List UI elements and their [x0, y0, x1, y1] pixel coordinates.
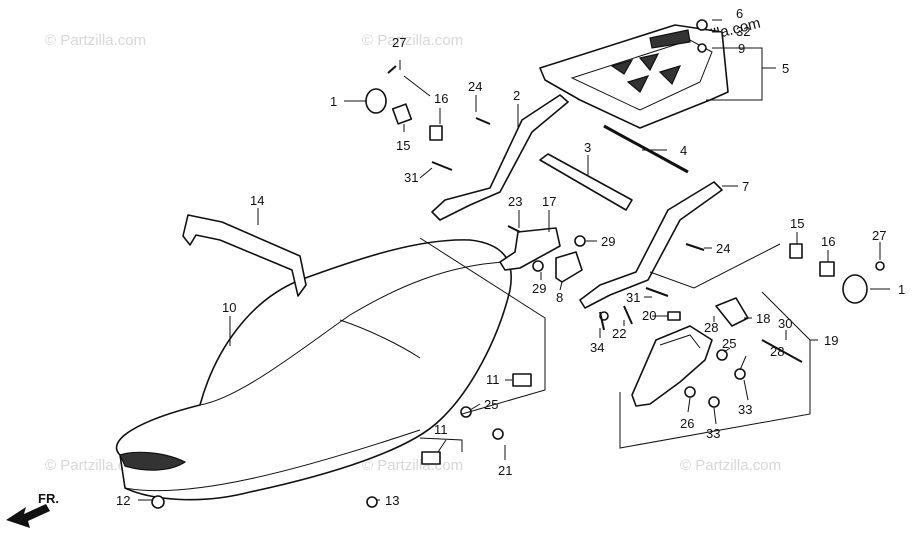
callout-31a[interactable]: 31 [404, 170, 418, 185]
center-stay[interactable] [539, 153, 633, 211]
callout-13[interactable]: 13 [385, 493, 399, 508]
callout-1a[interactable]: 1 [330, 94, 337, 109]
callout-20[interactable]: 20 [642, 308, 656, 323]
callout-16a[interactable]: 16 [434, 91, 448, 106]
left-rack-stay[interactable] [431, 94, 569, 221]
callout-23[interactable]: 23 [508, 194, 522, 209]
callout-27a[interactable]: 27 [392, 35, 406, 50]
leader-lines [138, 19, 890, 501]
callout-26[interactable]: 26 [680, 416, 694, 431]
callout-10[interactable]: 10 [222, 300, 236, 315]
seat-lock[interactable] [555, 251, 583, 283]
callout-1b[interactable]: 1 [898, 282, 905, 297]
callout-27b[interactable]: 27 [872, 228, 886, 243]
callout-24b[interactable]: 24 [716, 241, 730, 256]
callout-15a[interactable]: 15 [396, 138, 410, 153]
callout-11a[interactable]: 11 [486, 372, 500, 387]
callout-29b[interactable]: 29 [532, 281, 546, 296]
front-direction-label: FR. [38, 491, 59, 506]
front-direction-arrow: FR. [6, 491, 59, 528]
callout-11b[interactable]: 11 [434, 422, 448, 437]
luggage-rack[interactable] [539, 24, 729, 129]
callout-16b[interactable]: 16 [821, 234, 835, 249]
callout-24a[interactable]: 24 [468, 79, 482, 94]
cap-right[interactable] [842, 274, 868, 304]
callout-25a[interactable]: 25 [484, 397, 498, 412]
callout-5[interactable]: 5 [782, 61, 789, 76]
tail-light-bracket[interactable] [631, 325, 713, 407]
watermark-4: © Partzilla.com [362, 457, 463, 474]
callout-12[interactable]: 12 [116, 493, 130, 508]
callout-8[interactable]: 8 [556, 290, 563, 305]
cable[interactable] [761, 339, 803, 363]
callout-21[interactable]: 21 [498, 463, 512, 478]
callout-33a[interactable]: 33 [738, 402, 752, 417]
callout-14[interactable]: 14 [250, 193, 264, 208]
callout-2[interactable]: 2 [513, 88, 520, 103]
callout-32[interactable]: 32 [736, 24, 750, 39]
callout-25b[interactable]: 25 [722, 336, 736, 351]
callout-33b[interactable]: 33 [706, 426, 720, 441]
hardware [151, 19, 885, 509]
callout-6[interactable]: 6 [736, 6, 743, 21]
callout-7[interactable]: 7 [742, 179, 749, 194]
callout-34[interactable]: 34 [590, 340, 604, 355]
callout-15b[interactable]: 15 [790, 216, 804, 231]
rod[interactable] [603, 124, 689, 174]
callout-18[interactable]: 18 [756, 311, 770, 326]
callout-4[interactable]: 4 [680, 143, 687, 158]
callout-19[interactable]: 19 [824, 333, 838, 348]
callout-22[interactable]: 22 [612, 326, 626, 341]
callout-28a[interactable]: 28 [704, 320, 718, 335]
watermark-1: © Partzilla.com [45, 32, 146, 49]
callout-28b[interactable]: 28 [770, 344, 784, 359]
callout-31b[interactable]: 31 [626, 290, 640, 305]
callout-30[interactable]: 30 [778, 316, 792, 331]
grab-handle[interactable] [182, 214, 307, 297]
right-rack-stay[interactable] [579, 181, 723, 309]
seat-lock-bracket[interactable] [499, 227, 561, 271]
callout-labels: 1 1 2 3 4 5 6 7 8 9 10 11 11 12 13 14 15… [116, 6, 905, 508]
callout-17[interactable]: 17 [542, 194, 556, 209]
watermark-5: © Partzilla.com [680, 457, 781, 474]
callout-29a[interactable]: 29 [601, 234, 615, 249]
callout-3[interactable]: 3 [584, 140, 591, 155]
watermark-2: © Partzilla.com [362, 32, 463, 49]
cap-left[interactable] [365, 88, 387, 114]
latch-bracket[interactable] [715, 297, 749, 327]
callout-9[interactable]: 9 [738, 41, 745, 56]
